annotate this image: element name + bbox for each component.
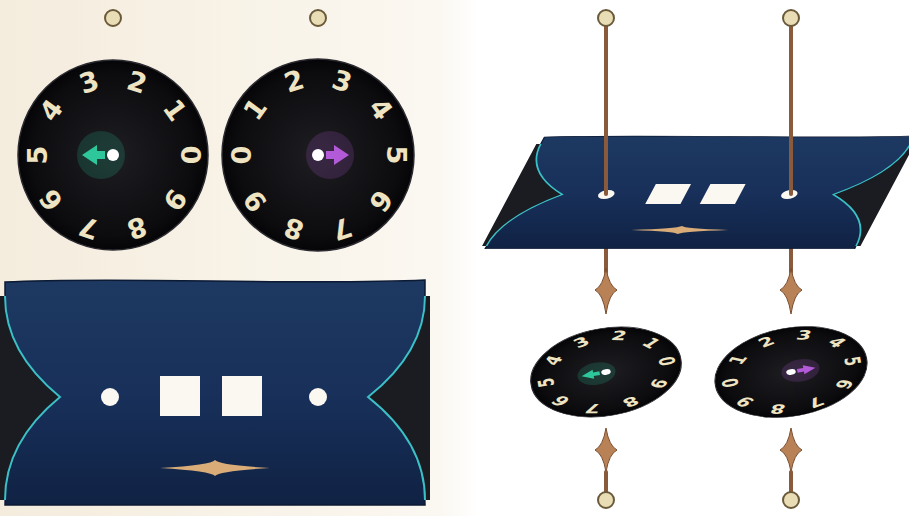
arrow-glow	[77, 131, 125, 179]
dial-face	[707, 315, 875, 430]
center-hole	[601, 368, 611, 375]
center-hole	[786, 368, 796, 375]
pointer-arrow	[326, 145, 349, 165]
pointer-arrow	[82, 145, 105, 165]
number-dial: 0123456789	[17, 59, 209, 251]
rod-head	[595, 268, 802, 314]
dial-digit: 0	[227, 146, 254, 165]
rod	[606, 472, 791, 492]
center-hole	[107, 149, 119, 161]
number-dial: 0123456789	[523, 315, 690, 429]
peg	[598, 10, 799, 508]
peg	[105, 10, 326, 26]
arrow-glow	[306, 131, 354, 179]
pointer-arrow	[581, 369, 601, 381]
center-hole	[312, 149, 324, 161]
rod-head	[595, 428, 802, 472]
dial-digit: 5	[382, 146, 409, 165]
sleeve-card	[0, 280, 430, 505]
number-dial: 0123456789	[221, 58, 415, 252]
dial-digit: 0	[176, 146, 203, 165]
rod	[606, 26, 791, 194]
pointer-arrow	[797, 363, 817, 375]
arrow-glow	[780, 356, 822, 384]
sleeve-card-tilted	[481, 136, 909, 249]
number-dial: 0123456789	[707, 315, 875, 430]
arrow-glow	[576, 359, 618, 387]
dial-digit: 5	[23, 146, 50, 165]
dial-face	[523, 315, 690, 429]
